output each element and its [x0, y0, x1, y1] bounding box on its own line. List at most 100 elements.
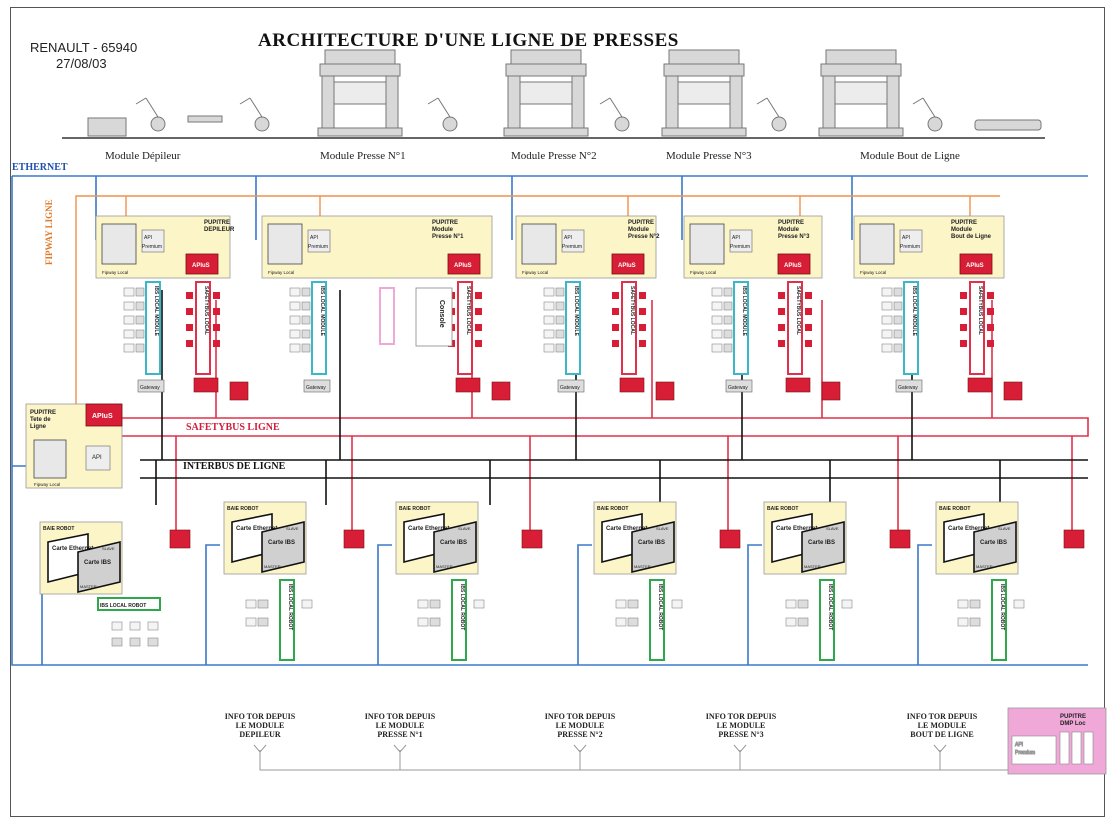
master-label: MASTER: [80, 584, 97, 589]
gateway-label: Gateway: [898, 385, 918, 391]
premium-label: Premium: [308, 244, 328, 250]
dmp-slot: [1071, 731, 1082, 765]
carte-ibs-card: [973, 520, 1017, 574]
io-box: [881, 343, 893, 353]
io-box: [627, 599, 639, 609]
carte-ethernet-label: Carte Ethernet: [236, 526, 277, 532]
slave-label: SLAVE: [458, 526, 471, 531]
io-box: [123, 329, 135, 339]
safety-io: [987, 308, 994, 315]
io-box: [671, 599, 683, 609]
ethernet-bay-drop-3: [577, 544, 592, 665]
safety-io: [475, 292, 482, 299]
safety-io: [960, 324, 967, 331]
io-box: [723, 329, 733, 339]
dmp-api-box: [1011, 735, 1057, 765]
io-box: [543, 315, 555, 325]
pupitre-title-presse-3: PUPITRE Module Presse N°3: [778, 220, 810, 240]
io-box: [135, 329, 145, 339]
pupitre-title-presse-1: PUPITRE Module Presse N°1: [432, 220, 464, 240]
safety-io: [987, 292, 994, 299]
fipway-main-line: [75, 195, 1000, 420]
slave-label: SLAVE: [656, 526, 669, 531]
io-box: [111, 621, 123, 631]
carte-ethernet-label: Carte Ethernet: [606, 526, 647, 532]
ibs-local-robot-label: IBS LOCAL ROBOT: [100, 603, 146, 609]
ethernet-label: ETHERNET: [12, 162, 68, 173]
io-box: [543, 301, 555, 311]
io-box: [785, 599, 797, 609]
safety-io: [186, 340, 193, 347]
io-box: [147, 621, 159, 631]
io-box: [841, 599, 853, 609]
gateway-box: [725, 379, 753, 393]
safety-io: [960, 292, 967, 299]
safety-io: [186, 292, 193, 299]
tor-line-1: [399, 750, 1085, 771]
api-box: [85, 445, 111, 471]
ibs-local-module-label: IBS LOCAL MODULE: [573, 286, 579, 337]
document-date: 27/08/03: [56, 56, 107, 71]
safety-main-loop: [120, 417, 1089, 437]
safety-io: [987, 324, 994, 331]
bay-safety-module: [169, 529, 191, 549]
io-box: [301, 315, 311, 325]
destacker-bench: [187, 115, 223, 123]
ibs-local-robot-label: IBS LOCAL ROBOT: [287, 584, 293, 630]
ibs-local-robot-label: IBS LOCAL ROBOT: [827, 584, 833, 630]
premium-label: Premium: [142, 244, 162, 250]
ethernet-bus: [11, 175, 1088, 666]
io-box: [881, 287, 893, 297]
carte-ethernet-label: Carte Ethernet: [776, 526, 817, 532]
io-box: [245, 599, 257, 609]
pupitre-title-depileur: PUPITRE DEPILEUR: [204, 220, 235, 233]
pupitre-title-bout-de-ligne: PUPITRE Module Bout de Ligne: [951, 220, 991, 240]
master-label: MASTER: [976, 564, 993, 569]
safety-io: [778, 324, 785, 331]
carte-ibs-card: [801, 520, 845, 574]
api-label: API: [310, 235, 318, 241]
io-box: [881, 301, 893, 311]
baie-robot-label: BAIE ROBOT: [399, 506, 430, 512]
safety-io: [778, 308, 785, 315]
pupitre-title-dmp: PUPITRE DMP Loc: [1060, 714, 1087, 727]
carte-ibs-label: Carte IBS: [440, 540, 467, 546]
api-label: API: [564, 235, 572, 241]
carte-ethernet-label: Carte Ethernet: [408, 526, 449, 532]
gateway-box: [895, 379, 923, 393]
api-label: API: [902, 235, 910, 241]
apius-label: APIuS: [784, 263, 802, 269]
apius-label: APIuS: [454, 263, 472, 269]
tor-arrow-4: [933, 744, 947, 753]
safety-io: [213, 292, 220, 299]
slave-label: SLAVE: [998, 526, 1011, 531]
io-box: [555, 287, 565, 297]
ibs-local-module-bar: [903, 281, 919, 375]
io-box: [129, 637, 141, 647]
api-premium-box: [729, 229, 753, 253]
bay-safety-module: [1063, 529, 1085, 549]
io-box: [969, 599, 981, 609]
io-box: [615, 617, 627, 627]
io-box: [881, 315, 893, 325]
robot-icons: [135, 97, 943, 132]
io-box: [893, 343, 903, 353]
api-premium-box: [561, 229, 585, 253]
ibs-local-module-label: IBS LOCAL MODULE: [153, 286, 159, 337]
gateway-label: Gateway: [306, 385, 326, 391]
io-box: [893, 329, 903, 339]
console-bus-bar: [379, 287, 395, 345]
apius-label: APIuS: [192, 263, 210, 269]
carte-ibs-card: [261, 520, 305, 574]
io-box: [245, 617, 257, 627]
safetybus-local-bar: [195, 281, 211, 375]
safety-io: [960, 308, 967, 315]
safety-io: [612, 292, 619, 299]
io-box: [881, 329, 893, 339]
